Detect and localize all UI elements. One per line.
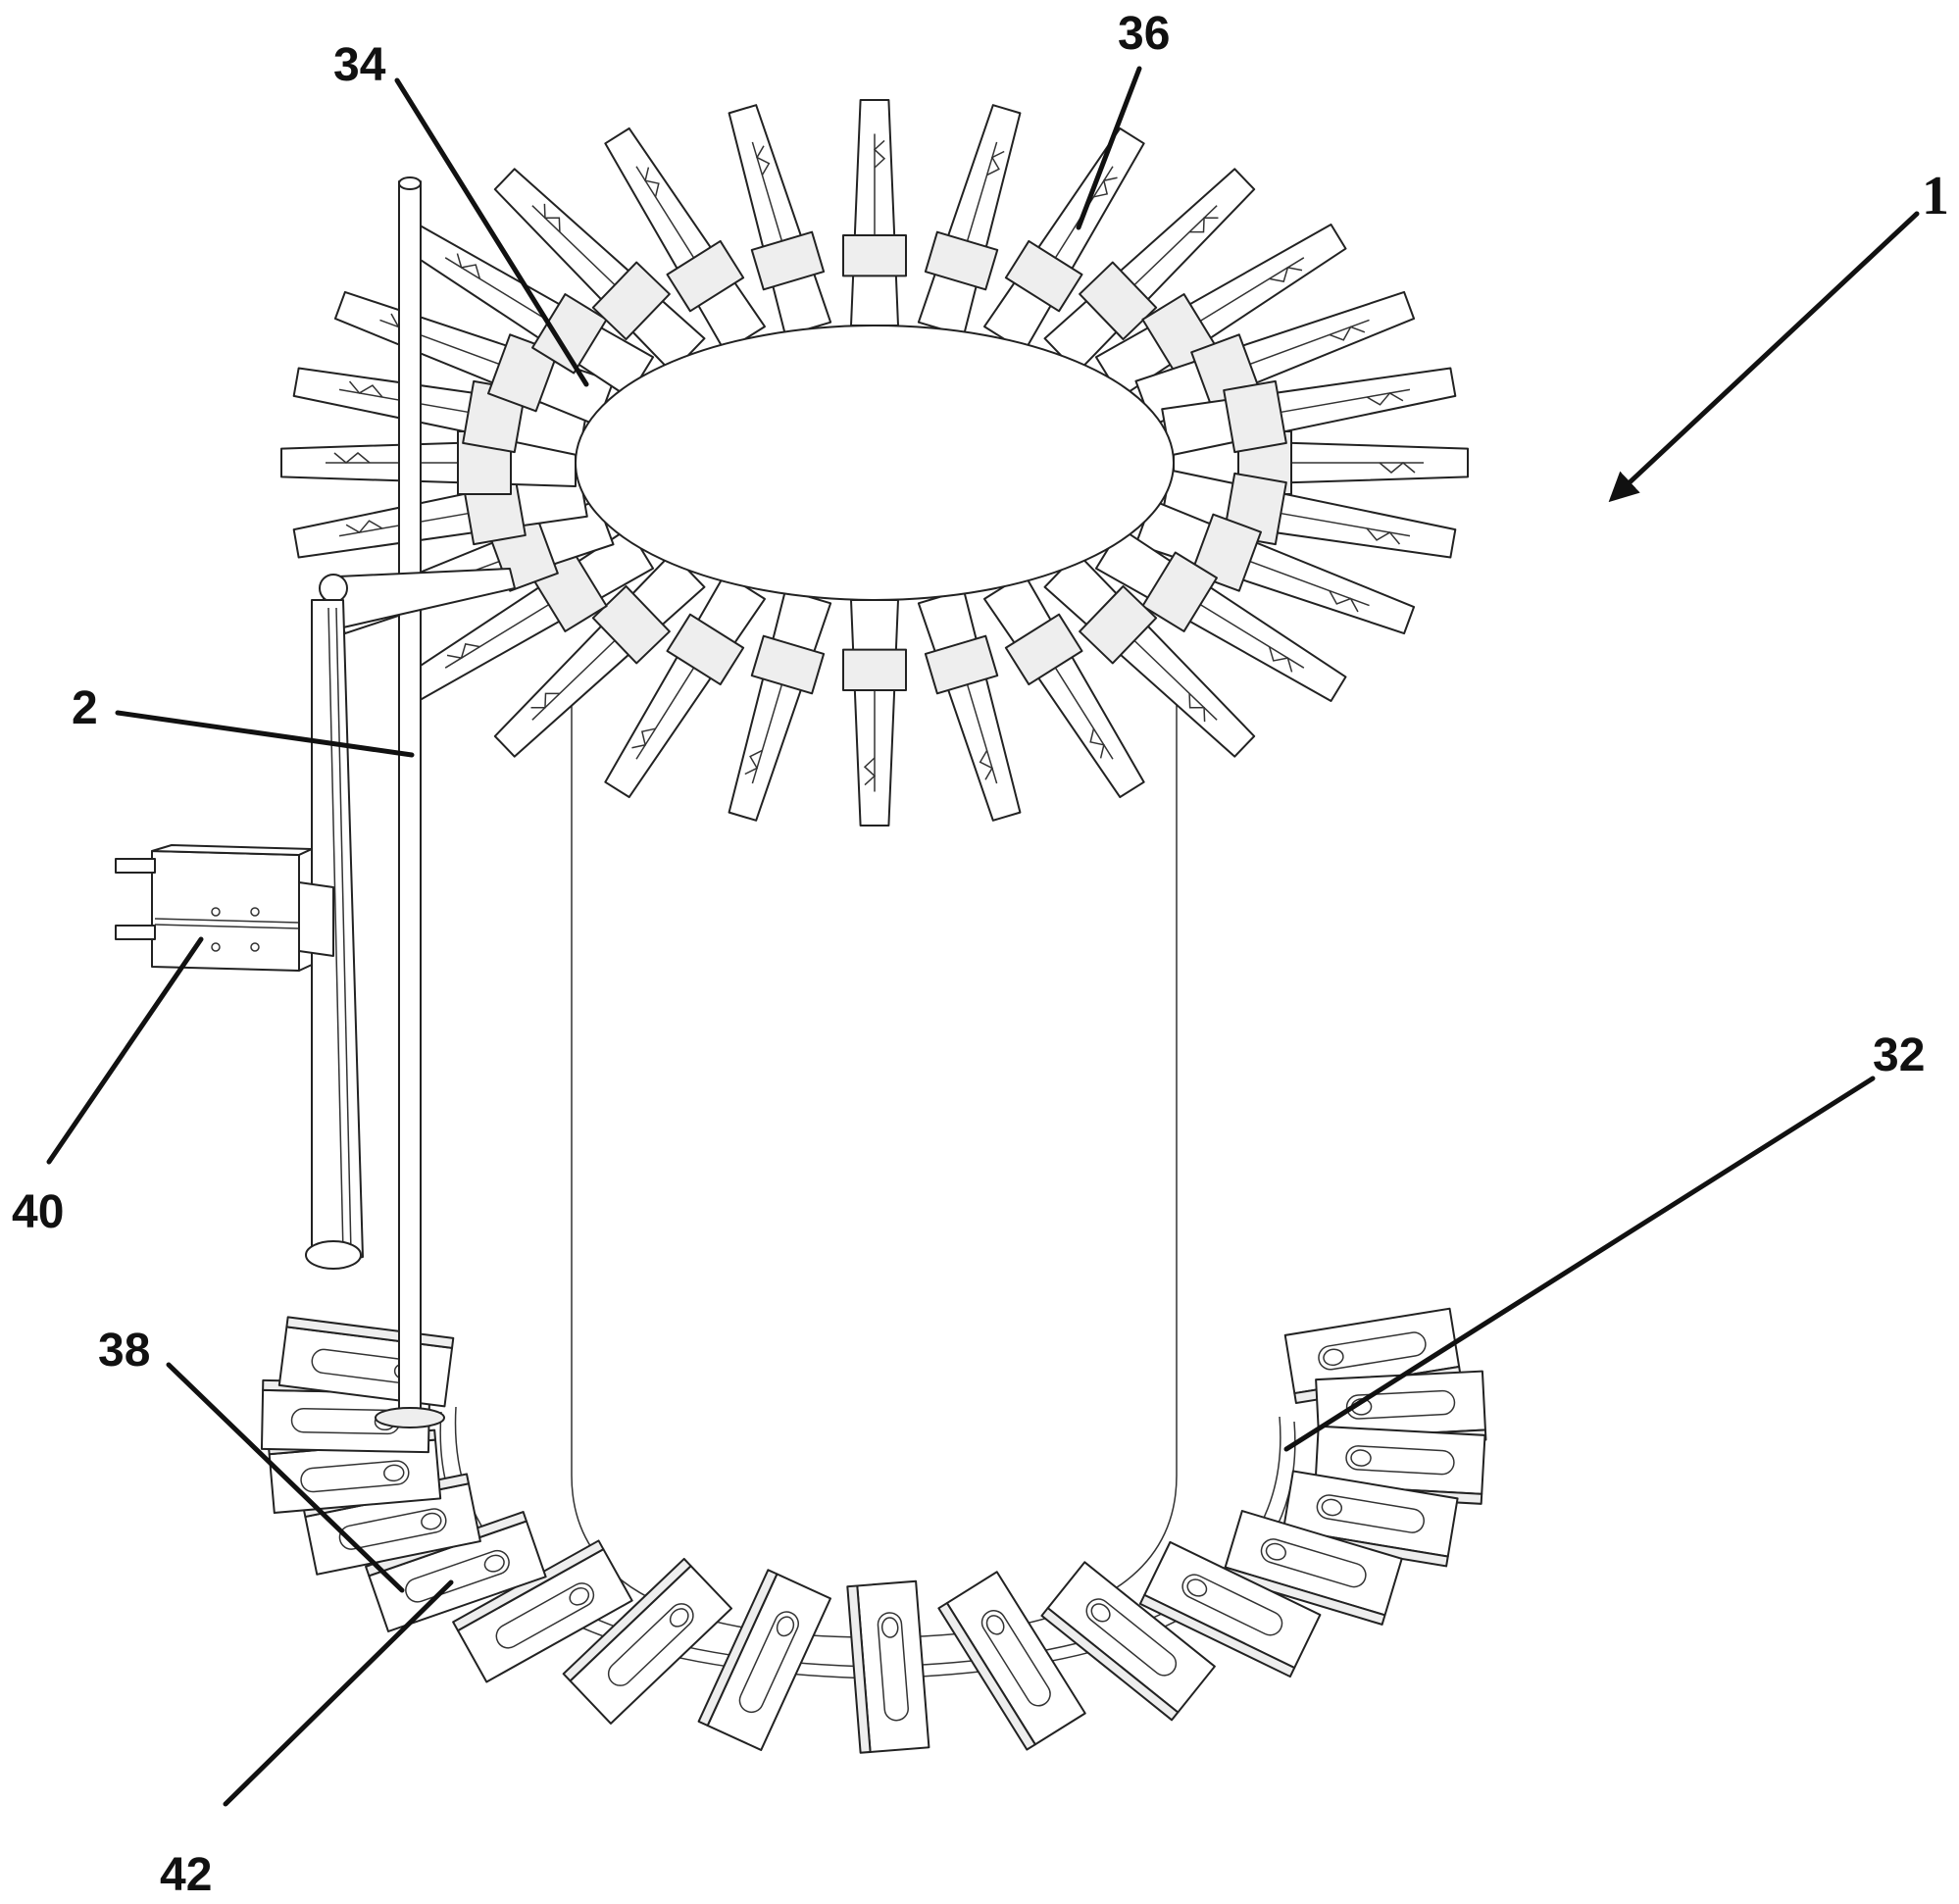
leader-38 <box>166 1362 405 1593</box>
base-pad <box>846 1579 930 1754</box>
ref-label-2: 2 <box>72 682 98 734</box>
base-pad <box>697 1569 831 1751</box>
clip-gripper <box>728 588 832 822</box>
ref-label-42: 42 <box>160 1849 212 1901</box>
clip-gripper <box>493 168 706 374</box>
base-pad <box>1221 1510 1403 1626</box>
leader-1 <box>1608 211 1920 503</box>
clip-gripper <box>604 573 766 799</box>
ref-label-36: 36 <box>1118 8 1170 60</box>
base-pad <box>1138 1540 1322 1679</box>
leader-2 <box>115 710 415 758</box>
clip-gripper <box>917 104 1022 337</box>
clip-gripper <box>983 126 1145 353</box>
leader-42 <box>223 1579 454 1807</box>
clip-gripper <box>842 599 907 827</box>
ref-label-38: 38 <box>98 1325 150 1377</box>
top-opening <box>575 325 1175 601</box>
clip-gripper <box>280 430 577 495</box>
base-pad <box>937 1571 1086 1751</box>
vertical-rod <box>375 176 445 1428</box>
ref-label-32: 32 <box>1873 1029 1925 1081</box>
ref-label-40: 40 <box>12 1186 64 1238</box>
clip-gripper <box>1161 367 1457 457</box>
base-pads <box>260 1307 1487 1754</box>
leader-40 <box>46 936 204 1165</box>
ref-label-1: 1 <box>1922 166 1949 226</box>
ref-label-34: 34 <box>333 39 386 91</box>
actuator-block <box>115 844 334 972</box>
clip-gripper <box>728 104 832 337</box>
clip-gripper <box>1043 168 1256 374</box>
base-pad <box>562 1557 733 1725</box>
leader-34 <box>394 77 589 387</box>
clip-gripper <box>842 99 907 326</box>
leader-32 <box>1283 1076 1876 1452</box>
clip-gripper <box>1043 552 1256 758</box>
linkage-arm <box>305 568 516 1270</box>
base-pad <box>1040 1561 1216 1722</box>
clip-ring <box>280 99 1469 827</box>
leader-36 <box>1076 66 1142 230</box>
